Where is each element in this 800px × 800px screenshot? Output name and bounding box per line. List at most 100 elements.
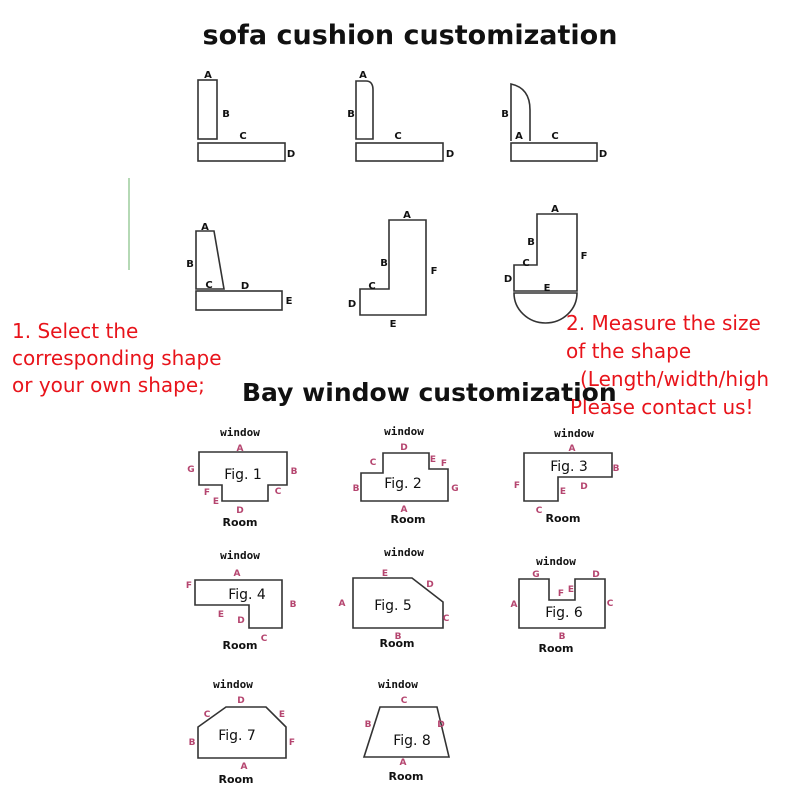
instruction-line: Please contact us! xyxy=(570,395,754,419)
fig-2-label-a: A xyxy=(401,505,408,515)
fig-8-label-d: D xyxy=(437,720,444,730)
fig-8-label-a: A xyxy=(400,758,407,768)
instruction-line: corresponding shape xyxy=(12,346,222,370)
fig-8-shape xyxy=(362,706,451,758)
sofa-4-label-e: E xyxy=(286,296,293,307)
fig-7-room-label: Room xyxy=(218,773,253,786)
fig-4-window-label: window xyxy=(220,549,260,562)
fig-6-room-label: Room xyxy=(538,642,573,655)
sofa-5-label-b: B xyxy=(380,258,388,269)
fig-5-label-e: E xyxy=(382,569,388,579)
bay-title: Bay window customization xyxy=(242,378,617,407)
fig-1-room-label: Room xyxy=(222,516,257,529)
fig-1-name: Fig. 1 xyxy=(224,467,262,483)
sofa-3-label-b: B xyxy=(501,109,509,120)
fig-3-shape xyxy=(523,452,613,502)
fig-1-label-e: E xyxy=(213,497,219,507)
fig-7-label-d: D xyxy=(237,696,244,706)
fig-1-label-d: D xyxy=(236,506,243,516)
fig-4-room-label: Room xyxy=(222,639,257,652)
sofa-6-label-f: F xyxy=(581,251,588,262)
fig-2-shape xyxy=(360,452,449,502)
fig-4-name: Fig. 4 xyxy=(228,587,266,603)
fig-8-room-label: Room xyxy=(388,770,423,783)
fig-6-label-d: D xyxy=(592,570,599,580)
sofa-2-label-c: C xyxy=(394,131,401,142)
fig-5-label-d: D xyxy=(426,580,433,590)
fig-2-label-b: B xyxy=(353,484,360,494)
sofa-3-label-d: D xyxy=(599,149,607,160)
sofa-shapes xyxy=(195,79,598,324)
fig-3-label-c: C xyxy=(536,506,543,516)
sofa-6-label-e: E xyxy=(544,283,551,294)
fig-2-label-d: D xyxy=(400,443,407,453)
fig-5-room-label: Room xyxy=(379,637,414,650)
sofa-5-label-a: A xyxy=(403,210,411,221)
fig-6-label-g: G xyxy=(532,570,539,580)
instruction-line: 2. Measure the size xyxy=(566,311,761,335)
fig-7-label-c: C xyxy=(204,710,211,720)
instruction-line: of the shape xyxy=(566,339,692,363)
fig-5-label-c: C xyxy=(443,614,450,624)
fig-1-shape xyxy=(198,451,288,502)
bay-shapes xyxy=(194,451,613,759)
sofa-2-label-a: A xyxy=(359,70,367,81)
fig-7-window-label: window xyxy=(213,678,253,691)
fig-3-name: Fig. 3 xyxy=(550,459,588,475)
fig-3-window-label: window xyxy=(554,427,594,440)
fig-7-name: Fig. 7 xyxy=(218,728,256,744)
fig-4-label-a: A xyxy=(234,569,241,579)
fig-1-label-g: G xyxy=(187,465,194,475)
sofa-2-back xyxy=(355,80,374,140)
instruction-line: or your own shape; xyxy=(12,373,205,397)
sofa-5-label-e: E xyxy=(390,319,397,330)
sofa-5-shape xyxy=(359,219,427,316)
fig-6-label-a: A xyxy=(511,600,518,610)
fig-6-label-f: F xyxy=(558,589,564,599)
sofa-5-label-d: D xyxy=(348,299,356,310)
fig-2-label-g: G xyxy=(451,484,458,494)
fig-4-label-b: B xyxy=(290,600,297,610)
sofa-6-half-round xyxy=(513,292,578,324)
sofa-1-label-d: D xyxy=(287,149,295,160)
fig-7-label-f: F xyxy=(289,738,295,748)
sofa-6-label-d: D xyxy=(504,274,512,285)
instruction-line: (Length/width/high xyxy=(580,367,769,391)
sofa-2-seat xyxy=(355,142,444,162)
sofa-3-seat xyxy=(510,142,598,162)
fig-2-label-f: F xyxy=(441,459,447,469)
sofa-4-label-a: A xyxy=(201,222,209,233)
sofa-4-label-d: D xyxy=(241,281,249,292)
sofa-4-label-c: C xyxy=(205,280,212,291)
fig-8-label-b: B xyxy=(365,720,372,730)
sofa-2-label-b: B xyxy=(347,109,355,120)
sofa-3-label-a: A xyxy=(515,131,523,142)
sofa-1-label-a: A xyxy=(204,70,212,81)
sofa-2-label-d: D xyxy=(446,149,454,160)
fig-1-label-b: B xyxy=(291,467,298,477)
fig-6-name: Fig. 6 xyxy=(545,605,583,621)
fig-1-window-label: window xyxy=(220,426,260,439)
sofa-1-seat xyxy=(197,142,286,162)
sofa-5-label-c: C xyxy=(368,281,375,292)
fig-8-label-c: C xyxy=(401,696,408,706)
fig-8-window-label: window xyxy=(378,678,418,691)
sofa-4-label-b: B xyxy=(186,259,194,270)
fig-5-shape xyxy=(352,577,444,629)
fig-1-label-c: C xyxy=(275,487,282,497)
fig-7-shape xyxy=(197,706,287,759)
sofa-5-label-f: F xyxy=(431,266,438,277)
fig-4-label-e: E xyxy=(218,610,224,620)
fig-3-label-f: F xyxy=(514,481,520,491)
fig-6-label-b: B xyxy=(559,632,566,642)
instructions-right: 2. Measure the size of the shape (Length… xyxy=(566,309,769,421)
fig-4-label-f: F xyxy=(186,581,192,591)
fig-4-label-d: D xyxy=(237,616,244,626)
sofa-4-seat xyxy=(195,290,283,311)
fig-4-label-c: C xyxy=(261,634,268,644)
fig-8-name: Fig. 8 xyxy=(393,733,431,749)
fig-7-label-e: E xyxy=(279,710,285,720)
fig-2-name: Fig. 2 xyxy=(384,476,422,492)
